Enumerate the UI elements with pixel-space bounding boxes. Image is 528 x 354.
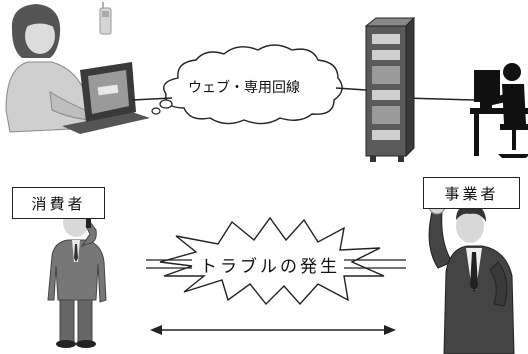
server-to-desk-line — [403, 97, 475, 101]
cloud-to-server-line — [335, 87, 367, 91]
double-arrow — [150, 325, 396, 335]
man-raising-fist-icon — [428, 197, 515, 354]
network-label: ウェブ・専用回線 — [188, 80, 300, 96]
man-on-phone-icon — [47, 202, 107, 348]
phone-icon — [99, 2, 112, 35]
consumer-label: 消費者 — [12, 187, 105, 219]
trouble-burst — [159, 216, 385, 306]
conflict-lines — [146, 259, 406, 269]
trouble-label: トラブルの発生 — [200, 257, 340, 277]
laptop-to-cloud-line — [131, 97, 173, 101]
business-label: 事業者 — [423, 177, 520, 209]
person-at-desk-icon — [470, 63, 528, 158]
server-rack-icon — [364, 16, 416, 162]
woman-laptop-icon — [5, 4, 150, 134]
network-cloud — [151, 44, 343, 125]
